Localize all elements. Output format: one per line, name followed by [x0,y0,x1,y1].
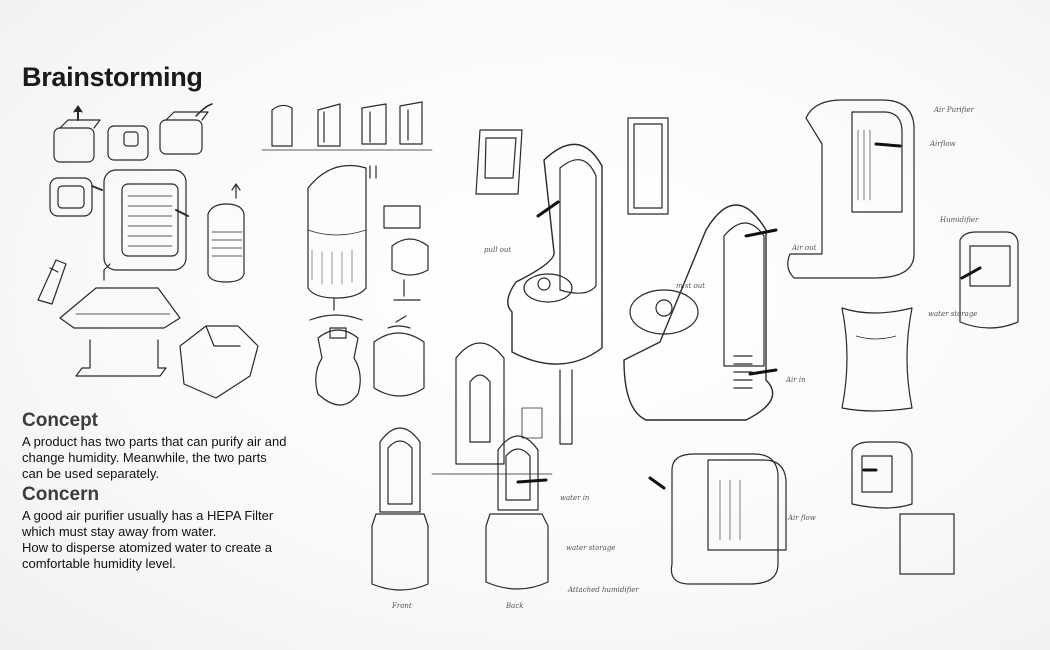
loop-diagram-sketch [431,342,553,475]
label-humidifier: Humidifier [939,216,979,224]
label-back: Back [505,602,523,610]
label-air-in: Air in [785,376,806,384]
back-tower-sketch [485,435,549,590]
concern-line-3: How to disperse atomized water to create… [22,540,273,555]
tower-purifier-sketch [307,164,377,321]
small-box-right-sketch [851,441,955,575]
small-humidifier-sketch [383,205,429,301]
loop-purifier-base-sketch [623,204,774,421]
front-tower-sketch [371,427,429,591]
split-purifier-sketch [670,453,787,585]
lamp-sketch [37,259,67,305]
concept-text: A product has two parts that can purify … [22,434,322,482]
concern-text: A good air purifier usually has a HEPA F… [22,508,322,572]
label-air-purifier: Air Purifier [933,106,974,114]
purifier-box-sketch [91,169,189,271]
label-water-storage: water storage [566,544,615,552]
column-sketches [261,101,433,151]
hex-box-sketch [179,325,259,399]
label-pull-out: pull out [484,246,511,254]
label-water-in: water in [560,494,590,502]
loop-fan-sketch [507,143,603,445]
label-front: Front [391,602,412,610]
vase-humidifier-sketch [315,327,361,406]
portable-unit-sketch [207,183,245,283]
concern-line-2: which must stay away from water. [22,524,217,539]
concept-line-2: change humidity. Meanwhile, the two part… [22,450,267,465]
pyramid-purifier-sketch [59,263,181,377]
label-water-storage-2: water storage [928,310,977,318]
concept-line-1: A product has two parts that can purify … [22,434,287,449]
curved-panel-sketch [841,307,913,412]
round-humidifier-sketch [373,315,425,397]
airflow-arrows [516,142,982,490]
page-title: Brainstorming [22,62,203,92]
label-attached-humidifier: Attached humidifier [567,586,639,594]
cube-sketch-1 [53,105,101,163]
tilted-box-sketch [475,129,523,195]
frame-purifier-sketch [787,99,915,279]
concept-line-3: can be used separately. [22,466,160,481]
rect-column-sketch [627,117,669,215]
label-air-out: Air out [791,244,817,252]
concept-heading: Concept [22,410,98,431]
cube-sketch-4 [49,177,93,217]
concept-section: Concept A product has two parts that can… [22,410,322,482]
concern-section: Concern A good air purifier usually has … [22,484,322,572]
cube-sketch-2 [107,125,149,161]
concern-line-1: A good air purifier usually has a HEPA F… [22,508,274,523]
concern-heading: Concern [22,484,100,505]
label-mist-out: mist out [676,282,705,290]
concern-line-4: comfortable humidity level. [22,556,176,571]
label-airflow: Airflow [929,140,956,148]
cube-sketch-3 [159,103,213,155]
label-air-flow: Air flow [787,514,816,522]
